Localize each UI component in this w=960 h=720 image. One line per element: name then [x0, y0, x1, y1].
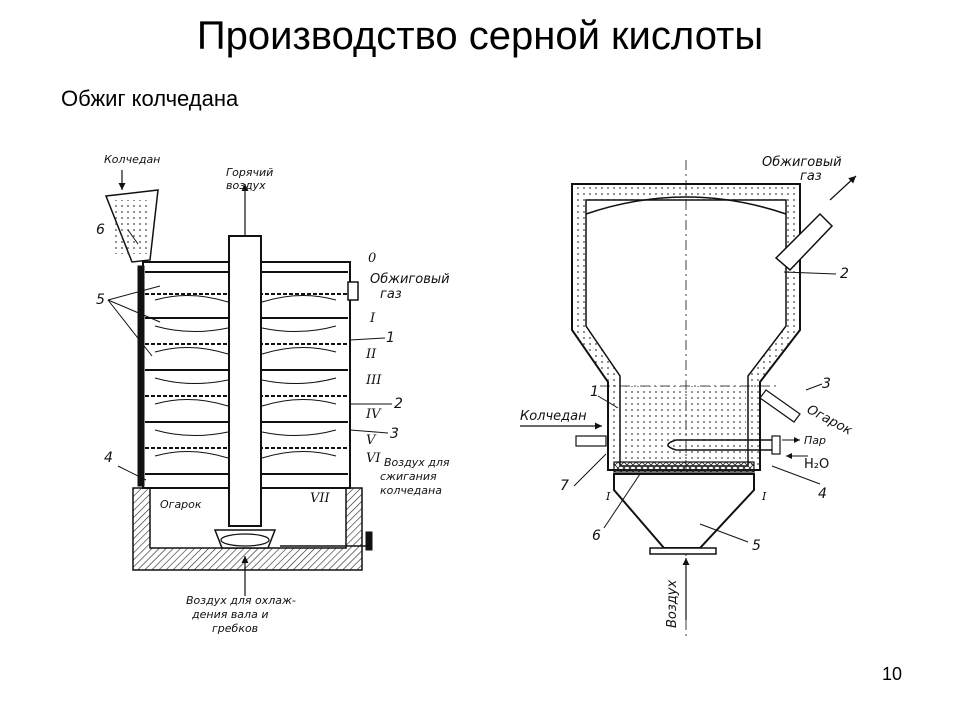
part-number-right-3: 3	[822, 376, 831, 392]
part-number-left-6: 6	[96, 222, 105, 238]
label-hot-air-1: Горячий	[226, 166, 273, 179]
label-steam: Пар	[804, 434, 826, 447]
label-combustion-air-3: колчедана	[380, 484, 442, 497]
part-number-left-3: 3	[390, 426, 399, 442]
label-roast-gas-right-1: Обжиговый	[762, 155, 842, 170]
part-number-left-5: 5	[96, 292, 105, 308]
part-number-right-7: 7	[560, 478, 569, 494]
multi-hearth-furnace-diagram	[104, 170, 392, 596]
label-cooling-air-2: дения вала и	[191, 608, 268, 621]
part-number-right-1: 1	[590, 384, 599, 400]
shelf-numeral-5: V	[366, 433, 377, 448]
fluidized-bed-furnace-diagram	[520, 160, 857, 640]
part-number-left-2: 2	[394, 396, 403, 412]
slide-subtitle: Обжиг колчедана	[61, 86, 239, 111]
label-roast-gas-right-2: газ	[800, 169, 822, 184]
label-cooling-air-1: Воздух для охлаж-	[186, 594, 296, 607]
shelf-numeral-0: 0	[368, 251, 376, 266]
label-air-right: Воздух	[665, 580, 680, 628]
part-number-left-1: 1	[386, 330, 395, 346]
shelf-numeral-6: VI	[366, 451, 381, 466]
part-number-right-2: 2	[840, 266, 849, 282]
label-cinder-left: Огарок	[160, 498, 202, 511]
slide-title: Производство серной кислоты	[196, 14, 764, 58]
rabble-arms	[154, 294, 337, 459]
label-feed-left: Колчедан	[104, 153, 160, 166]
shelf-numeral-3: III	[365, 373, 382, 388]
part-number-right-5: 5	[752, 538, 761, 554]
label-roast-gas-left-1: Обжиговый	[370, 272, 450, 287]
shelf-numeral-7: VII	[310, 491, 331, 506]
label-water: H₂O	[804, 457, 829, 472]
label-combustion-air-2: сжигания	[380, 470, 437, 483]
section-mark-right: I	[761, 490, 767, 503]
part-number-right-6: 6	[592, 528, 601, 544]
part-number-right-4: 4	[818, 486, 827, 502]
page-number: 10	[882, 664, 903, 684]
shelf-numeral-2: II	[365, 347, 377, 362]
part-number-left-4: 4	[104, 450, 113, 466]
label-combustion-air-1: Воздух для	[384, 456, 450, 469]
shelf-numeral-1: I	[369, 311, 376, 326]
label-hot-air-2: воздух	[226, 179, 266, 192]
label-cooling-air-3: гребков	[212, 622, 258, 635]
label-roast-gas-left-2: газ	[380, 287, 402, 302]
label-feed-right: Колчедан	[520, 409, 587, 424]
shelf-numeral-4: IV	[365, 407, 382, 422]
section-mark-left: I	[605, 490, 611, 503]
